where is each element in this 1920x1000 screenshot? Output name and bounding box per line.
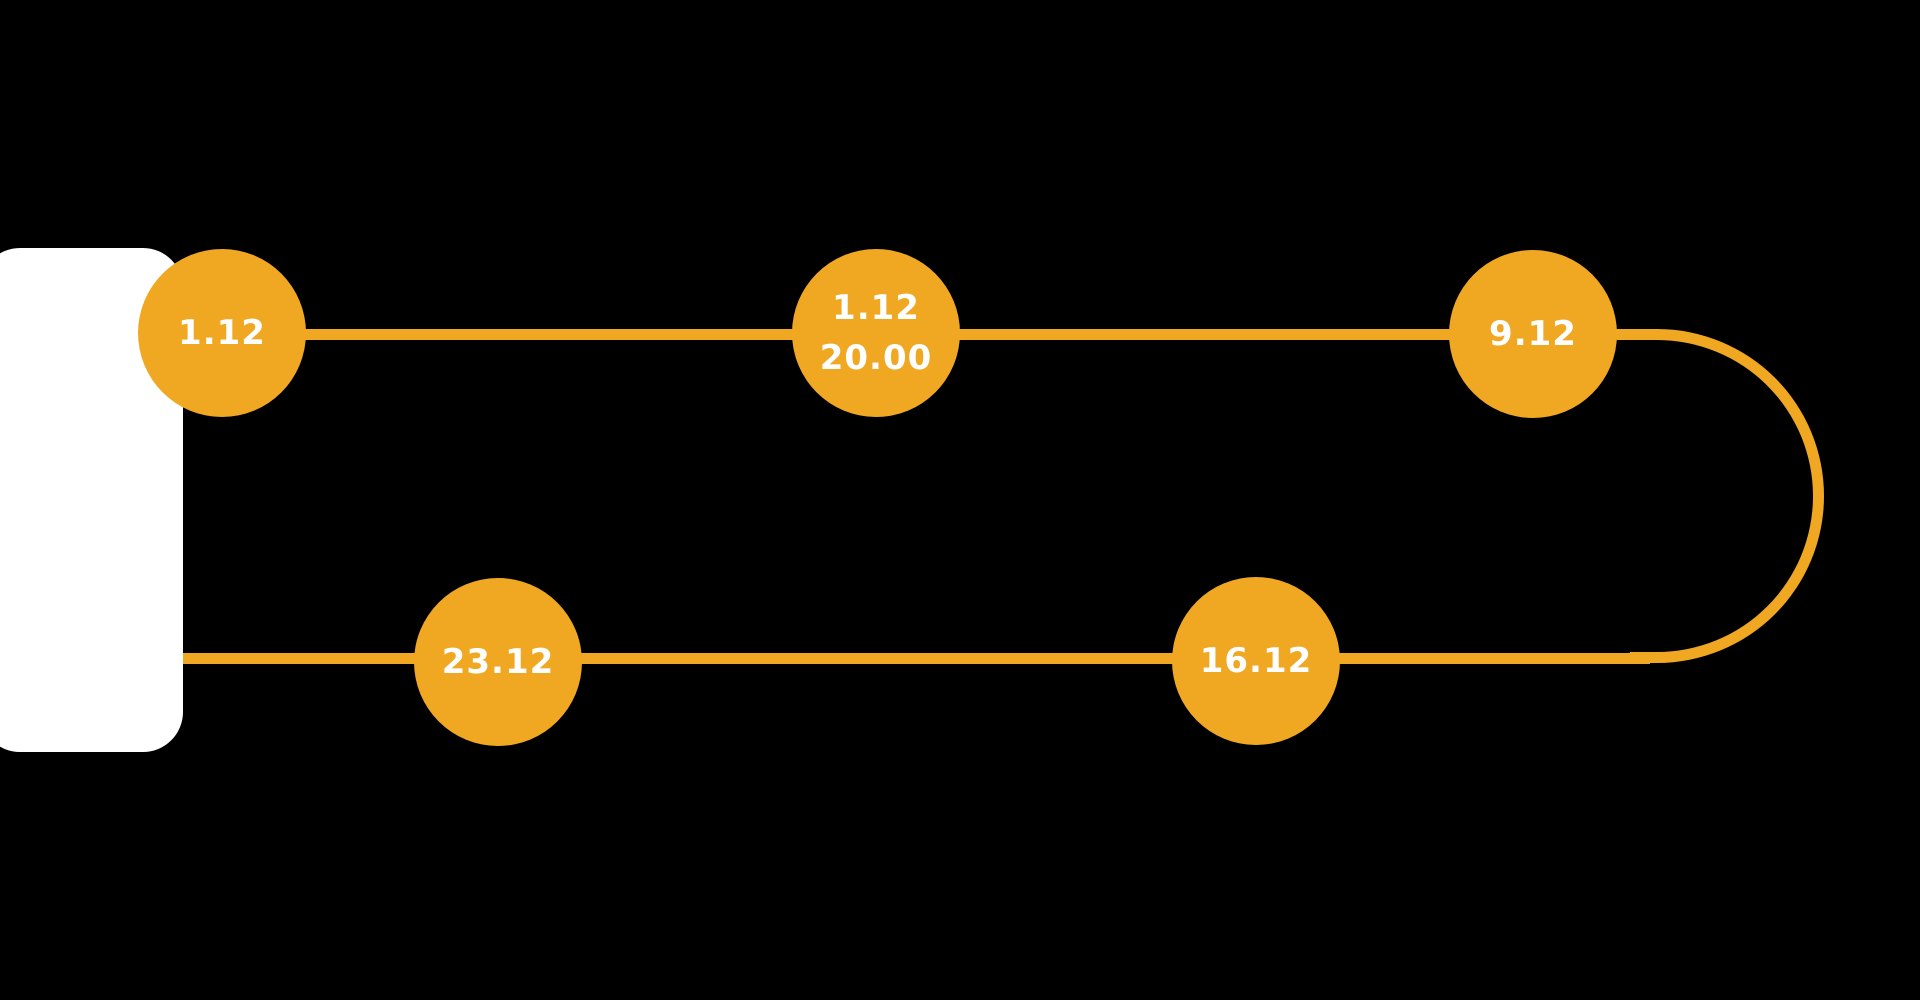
milestone-date: 1.12: [178, 313, 266, 353]
timeline-uturn-curve: [1630, 329, 1824, 663]
milestone-node-1: 1.12: [138, 249, 306, 417]
milestone-node-3: 9.12: [1449, 250, 1617, 418]
milestone-date: 23.12: [441, 642, 555, 682]
milestone-time: 20.00: [819, 338, 933, 378]
milestone-node-4: 16.12: [1172, 577, 1340, 745]
milestone-date: 9.12: [1489, 314, 1577, 354]
milestone-node-2: 1.12 20.00: [792, 249, 960, 417]
milestone-date: 1.12: [832, 288, 920, 328]
milestone-node-5: 23.12: [414, 578, 582, 746]
timeline-line-bottom: [183, 653, 1650, 664]
milestone-date: 16.12: [1199, 641, 1313, 681]
